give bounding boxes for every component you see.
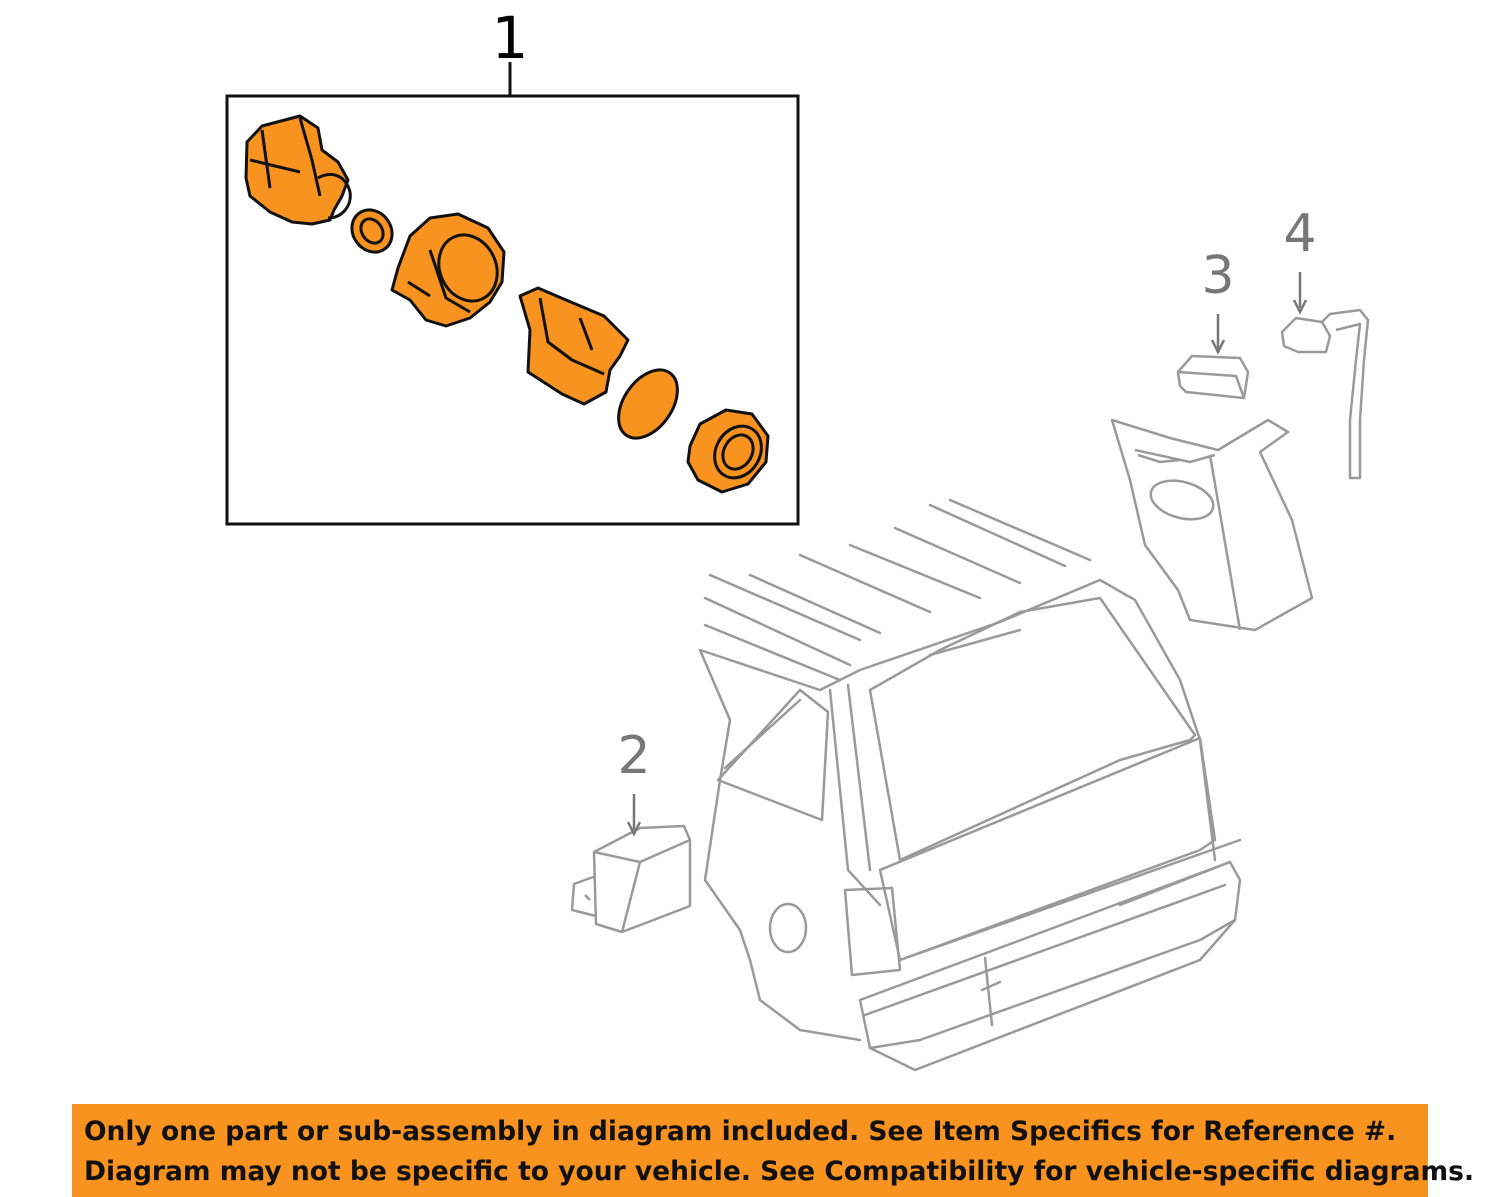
item4-harness-part [1280,308,1370,480]
callout-4: 4 [1283,204,1317,264]
item4-leader [1292,272,1308,315]
sensor-body-part [244,114,352,226]
item2-leader [626,794,642,837]
callout-1: 1 [491,4,529,72]
item3-module-part [1176,354,1250,400]
disclaimer-banner: Only one part or sub-assembly in diagram… [72,1104,1475,1197]
callout-3: 3 [1201,246,1235,306]
bezel-part [686,408,770,494]
mounting-bracket-part [518,286,630,406]
item2-module-part [570,824,692,934]
callout-2: 2 [617,726,651,786]
gasket-disc-part [617,368,679,440]
item3-leader [1210,314,1226,355]
vehicle-outline [698,498,1242,1072]
retainer-part [390,212,506,328]
disclaimer-line-2: Diagram may not be specific to your vehi… [84,1156,1475,1187]
trim-panel [1110,418,1314,632]
seal-ring-part [350,208,394,254]
disclaimer-line-1: Only one part or sub-assembly in diagram… [84,1116,1397,1147]
